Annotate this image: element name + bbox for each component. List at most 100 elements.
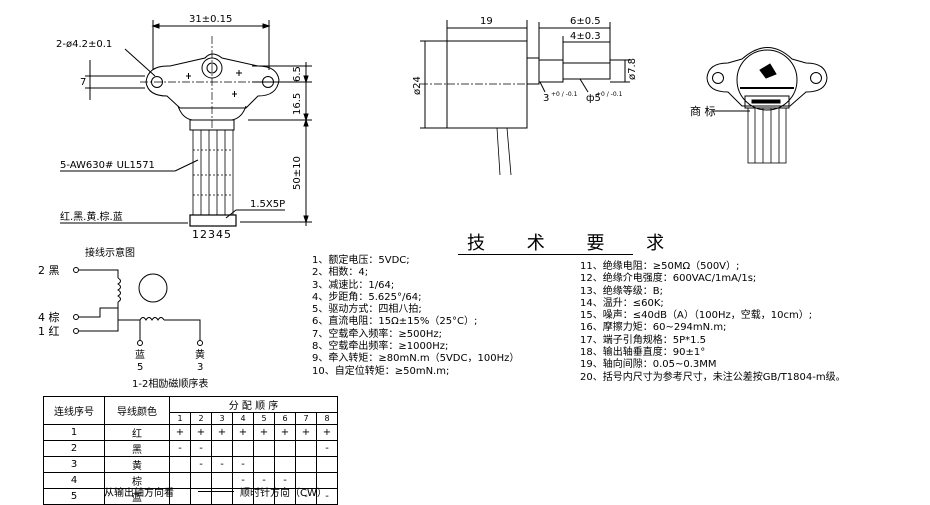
- dim-phi5-tol: +0 / -0.1: [596, 91, 623, 98]
- step-header: 6: [274, 412, 296, 425]
- spec-item: 19、轴向间隙：0.05~0.3MM: [580, 359, 717, 371]
- row-wire-no: 2: [43, 440, 105, 457]
- row-wire-no: 4: [43, 472, 105, 489]
- wiring-diagram: [73, 267, 203, 346]
- col-wire-color: 导线颜色: [104, 396, 170, 425]
- spec-item: 11、绝缘电阻：≥50MΩ（500V）;: [580, 261, 740, 272]
- row-step-cell: +: [253, 424, 275, 441]
- step-header: 3: [211, 412, 233, 425]
- table-footer-right: 顺时针方向（CW）: [240, 488, 327, 499]
- pin-numbers: 12345: [192, 228, 232, 241]
- row-step-cell: [211, 440, 233, 457]
- row-step-cell: +: [190, 424, 212, 441]
- dim-7: 7: [80, 77, 86, 88]
- strip-length: 1.5X5P: [250, 199, 285, 210]
- spec-item: 14、温升：≤60K;: [580, 297, 664, 309]
- cable-label: 5-AW630# UL1571: [60, 160, 155, 171]
- row-step-cell: [274, 456, 296, 473]
- wiring-labels: 接线示意图 2 黑 4 棕 1 红 蓝 5 黄 3 1-2相励磁顺序表: [38, 246, 208, 390]
- row-wire-color: 黑: [104, 440, 170, 457]
- row-step-cell: -: [190, 440, 212, 457]
- row-wire-no: 3: [43, 456, 105, 473]
- spec-item: 9、牵入转矩：≥80mN.m（5VDC，100Hz）: [312, 353, 520, 365]
- spec-item: 2、相数：4;: [312, 267, 369, 279]
- spec-item: 1、额定电压：5VDC;: [312, 255, 410, 266]
- row-step-cell: -: [169, 440, 191, 457]
- row-step-cell: +: [232, 424, 254, 441]
- row-step-cell: [295, 456, 317, 473]
- row-wire-no: 1: [43, 424, 105, 441]
- row-step-cell: +: [274, 424, 296, 441]
- side-view: [420, 20, 630, 176]
- col-sequence: 分 配 顺 序: [169, 396, 338, 413]
- step-header: 5: [253, 412, 275, 425]
- table-footer-left: 从输出轴方向看: [104, 488, 174, 499]
- row-step-cell: [274, 440, 296, 457]
- row-step-cell: [232, 440, 254, 457]
- spec-item: 16、摩擦力矩：60~294mN.m;: [580, 322, 727, 334]
- spec-item: 12、绝缘介电强度：600VAC/1mA/1s;: [580, 273, 757, 285]
- wire-2-label: 2 黑: [38, 264, 60, 277]
- table-footer-line: [198, 491, 234, 492]
- dim-6: 6±0.5: [570, 16, 601, 27]
- dim-diameter: ø24: [412, 76, 423, 95]
- row-step-cell: -: [232, 456, 254, 473]
- wire-4-label: 4 棕: [38, 310, 60, 324]
- spec-list-left: 1、额定电压：5VDC;2、相数：4;3、减速比：1/64;4、步距角：5.62…: [312, 255, 519, 378]
- row-step-cell: -: [190, 456, 212, 473]
- dim-50: 50±10: [292, 156, 303, 190]
- step-header: 8: [316, 412, 338, 425]
- spec-item: 3、减速比：1/64;: [312, 279, 395, 291]
- spec-item: 6、直流电阻：15Ω±15%（25°C）;: [312, 316, 478, 328]
- wire-1-label: 1 红: [38, 325, 60, 338]
- step-header: 7: [295, 412, 317, 425]
- wire-5-num: 5: [137, 362, 143, 373]
- wire-5-color: 蓝: [135, 349, 145, 361]
- step-header: 1: [169, 412, 191, 425]
- spec-item: 5、驱动方式：四相八拍;: [312, 304, 422, 316]
- spec-item: 18、输出轴垂直度：90±1°: [580, 347, 706, 359]
- dim-3-tol: +0 / -0.1: [551, 91, 578, 98]
- row-wire-no: 5: [43, 488, 105, 505]
- dim-19: 19: [480, 16, 493, 27]
- row-step-cell: -: [316, 440, 338, 457]
- spec-item: 8、空载牵出频率：≥1000Hz;: [312, 341, 449, 353]
- trademark-label: 商 标: [690, 104, 716, 118]
- row-step-cell: [169, 456, 191, 473]
- spec-item: 15、噪声：≤40dB（A）（100Hz，空载，10cm）;: [580, 310, 813, 322]
- dim-16-5: 16.5: [292, 93, 303, 115]
- row-step-cell: [253, 456, 275, 473]
- spec-item: 7、空载牵入频率：≥500Hz;: [312, 328, 442, 340]
- dim-6-5: 6.5: [292, 66, 303, 82]
- spec-item: 17、端子引角规格：5P*1.5: [580, 334, 707, 346]
- spec-list-right: 11、绝缘电阻：≥50MΩ（500V）;12、绝缘介电强度：600VAC/1mA…: [580, 261, 846, 384]
- wire-3-color: 黄: [195, 348, 205, 361]
- spec-title-underline: [458, 254, 633, 255]
- product-view: [706, 47, 828, 164]
- spec-item: 4、步距角：5.625°/64;: [312, 291, 422, 303]
- row-wire-color: 红: [104, 424, 170, 441]
- spec-title: 技 术 要 求: [467, 233, 683, 254]
- row-step-cell: [253, 440, 275, 457]
- dim-phi5: ф5: [586, 93, 601, 104]
- row-step-cell: +: [169, 424, 191, 441]
- spec-item: 20、括号内尺寸为参考尺寸，未注公差按GB/T1804-m级。: [580, 371, 846, 383]
- row-step-cell: [295, 440, 317, 457]
- spec-item: 10、自定位转矩：≥50mN.m;: [312, 365, 450, 377]
- spec-item: 13、绝缘等级：B;: [580, 285, 663, 297]
- wiring-title: 接线示意图: [85, 246, 135, 259]
- row-wire-color: 黄: [104, 456, 170, 473]
- row-step-cell: -: [211, 456, 233, 473]
- side-view-labels: 19 6±0.5 4±0.3 ø24 ø7.8 3 +0 / -0.1 ф5 +…: [412, 16, 638, 104]
- front-view-labels: 31±0.15 2-ø4.2±0.1 7 6.5 16.5 50±10 5-AW…: [56, 14, 303, 241]
- row-step-cell: +: [295, 424, 317, 441]
- row-step-cell: [211, 472, 233, 489]
- wiring-caption: 1-2相励磁顺序表: [132, 377, 208, 390]
- dim-holes: 2-ø4.2±0.1: [56, 39, 112, 50]
- dim-3: 3: [543, 93, 549, 104]
